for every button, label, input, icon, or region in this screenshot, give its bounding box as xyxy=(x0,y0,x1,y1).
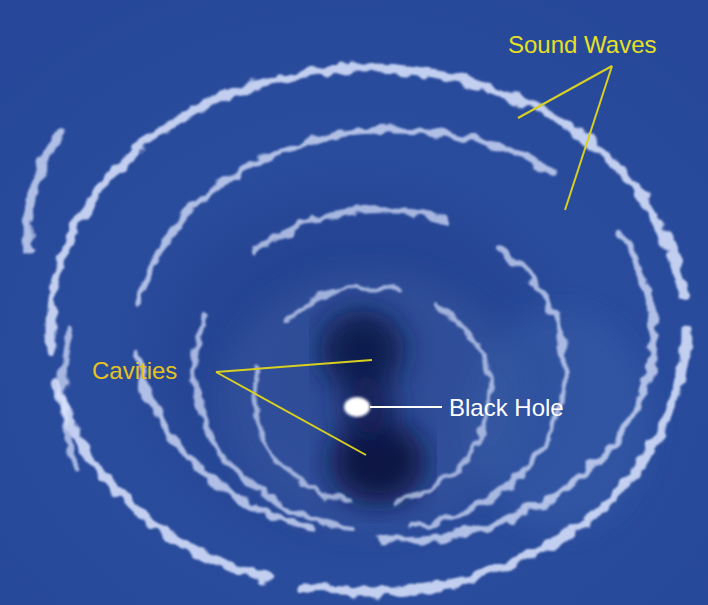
black-hole-core xyxy=(344,397,370,417)
black-hole-label: Black Hole xyxy=(449,396,564,420)
sound-waves xyxy=(28,68,686,592)
haze xyxy=(220,270,650,530)
leader-lines xyxy=(216,66,612,455)
wave-label: Sound Waves xyxy=(508,33,657,57)
cavity-label: Cavities xyxy=(92,359,177,383)
leader-line xyxy=(370,406,442,408)
